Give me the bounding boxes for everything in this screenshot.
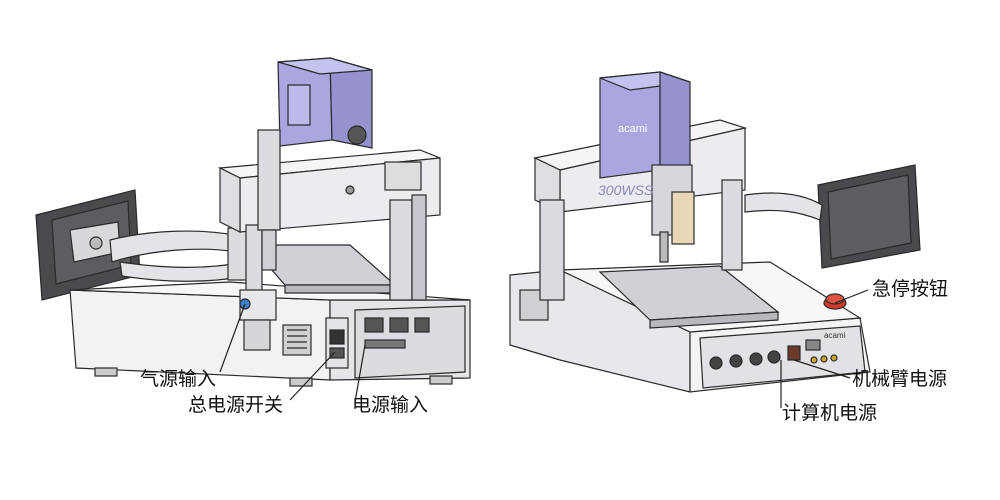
right-monitor <box>744 164 921 269</box>
left-rear-panel <box>354 305 466 379</box>
label-emergency-stop: 急停按钮 <box>872 278 949 300</box>
right-machine <box>509 71 921 393</box>
left-machine <box>35 57 471 387</box>
left-dispenser <box>257 129 281 271</box>
left-head-unit <box>277 57 373 149</box>
label-main-power-switch: 总电源开关 <box>188 394 284 416</box>
label-arm-power: 机械臂电源 <box>852 368 948 390</box>
front-panel-logo: acami <box>824 331 846 340</box>
main-switch-panel <box>325 317 349 369</box>
left-leader-lines <box>219 303 366 403</box>
emergency-stop-icon <box>823 293 847 310</box>
label-computer-power: 计算机电源 <box>782 402 878 424</box>
right-head-unit <box>599 71 691 179</box>
left-monitor-arm <box>109 227 251 282</box>
right-leader-lines <box>780 289 869 408</box>
head-logo: acami <box>618 123 647 135</box>
label-air-input: 气源输入 <box>140 368 217 390</box>
air-filter-regulator <box>239 289 277 351</box>
left-vent-grill <box>282 324 312 356</box>
leader-power-input <box>354 344 366 403</box>
leader-arm-power <box>793 359 851 379</box>
left-worktable <box>248 244 397 294</box>
label-power-input: 电源输入 <box>352 394 429 416</box>
leader-main-switch <box>289 351 336 401</box>
left-monitor <box>35 189 141 301</box>
right-z-axis <box>651 164 695 263</box>
right-front-panel <box>699 325 866 389</box>
gantry-model-text: 300WSS <box>598 182 654 198</box>
leader-emergency-stop <box>834 289 869 304</box>
leader-air-input <box>219 303 246 373</box>
right-worktable <box>598 265 780 329</box>
